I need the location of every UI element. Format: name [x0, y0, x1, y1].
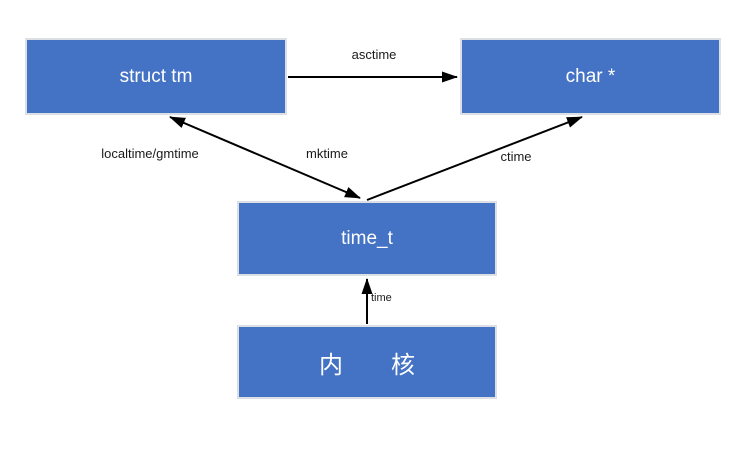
edge-label-asctime: asctime	[351, 47, 397, 62]
node-kernel: 内 核	[237, 325, 497, 399]
node-char-ptr-label: char *	[565, 65, 616, 87]
node-char-ptr: char *	[460, 38, 721, 115]
edge-label-mktime: mktime	[306, 146, 348, 161]
node-time-t: time_t	[237, 201, 497, 276]
edge-label-time: time	[371, 292, 392, 304]
node-kernel-label: 内 核	[319, 351, 415, 379]
node-struct-tm-label: struct tm	[119, 65, 193, 87]
edge-label-localtime-gmtime: localtime/gmtime	[101, 146, 199, 161]
node-time-t-label: time_t	[341, 227, 393, 249]
node-struct-tm: struct tm	[25, 38, 287, 115]
arrow-ctime	[366, 116, 583, 201]
arrow-localtime-mktime-double	[169, 116, 361, 199]
edge-label-ctime: ctime	[500, 149, 532, 164]
